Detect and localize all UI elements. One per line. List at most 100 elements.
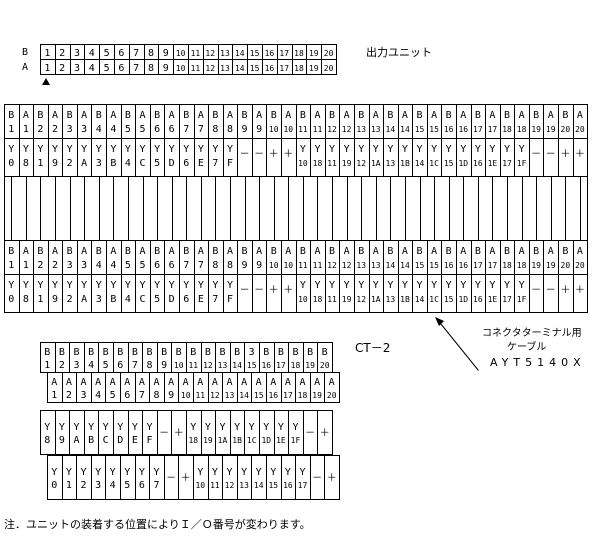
bottom-terminal-signal-letter: Y (489, 280, 495, 291)
connector-a-pin: 19 (309, 64, 319, 73)
ct-lower-signals-letter: Y (241, 467, 247, 478)
row-a-label: A (22, 62, 28, 73)
top-terminal-pin-number: 20 (575, 125, 585, 134)
top-terminal-pin-number: 13 (356, 125, 366, 134)
bottom-terminal-row-letter: A (256, 246, 262, 257)
top-terminal-pin-number: 15 (415, 125, 425, 134)
ct-lower-signals-number: 4 (110, 480, 116, 491)
ct-upper-signals-letter: Y (132, 422, 138, 433)
ct-lower-signals-letter: Y (256, 467, 262, 478)
bottom-terminal-pin-number: 1 (23, 260, 29, 271)
bottom-terminal-signal-number: 19 (342, 295, 352, 304)
bottom-terminal-row-letter: A (23, 246, 29, 257)
ct-upper-signals-letter: Y (234, 422, 240, 433)
top-terminal-pin-number: 19 (531, 125, 541, 134)
top-terminal-row-letter: B (37, 110, 43, 121)
top-terminal-row-letter: B (96, 110, 102, 121)
top-terminal-row-letter: A (110, 110, 116, 121)
bottom-terminal-signal-letter: Y (300, 280, 306, 291)
ct-lower-signals-letter: Y (212, 467, 218, 478)
bottom-terminal-pin-number: 3 (67, 260, 73, 271)
bottom-terminal-pin-number: 18 (517, 261, 527, 270)
ct-a-row-number: 4 (95, 390, 101, 401)
bottom-terminal-row-letter: B (96, 246, 102, 257)
top-terminal-signal-number: 18 (313, 159, 323, 168)
top-terminal-pin-number: 11 (313, 125, 323, 134)
connector-a-pin: 4 (89, 63, 95, 74)
top-terminal-power-symbol: － (254, 149, 264, 160)
top-terminal-signal-letter: Y (460, 144, 466, 155)
ct-a-row-letter: A (329, 377, 335, 388)
ct-b-row-letter: B (103, 347, 109, 358)
ct-b-row-number: 11 (188, 361, 198, 370)
ct-a-row-number: 12 (210, 391, 220, 400)
ct-lower-signals-number: 0 (51, 480, 57, 491)
ct-b-row-letter: B (59, 347, 65, 358)
ct-b-row-letter: B (292, 347, 298, 358)
ct-lower-signals-letter: Y (197, 467, 203, 478)
bottom-terminal-pin-number: 13 (371, 261, 381, 270)
ct-a-row-letter: A (212, 377, 218, 388)
ct-b-row-number: 10 (174, 361, 184, 370)
ct-upper-signals-number: 1E (276, 436, 286, 445)
connector-b-pin: 14 (235, 49, 245, 58)
bottom-terminal-row-letter: B (212, 246, 218, 257)
top-terminal-signal-letter: Y (329, 144, 335, 155)
top-terminal-signal-number: D (169, 158, 175, 169)
bottom-terminal-signal-letter: Y (475, 280, 481, 291)
bottom-terminal-power-symbol: － (546, 285, 556, 296)
bottom-terminal-row-letter: A (489, 246, 495, 257)
top-terminal-row-letter: B (533, 110, 539, 121)
top-terminal-signal-letter: Y (169, 144, 175, 155)
ct-b-row-letter: B (132, 347, 138, 358)
bottom-terminal-signal-letter: Y (52, 280, 58, 291)
ct-b-row-number: 20 (320, 361, 330, 370)
ct-b-row-number: 12 (203, 361, 213, 370)
connector-a-pin: 16 (265, 64, 275, 73)
top-terminal-row-letter: A (81, 110, 87, 121)
ct-b-row-number: 1 (44, 360, 50, 371)
top-terminal-signal-letter: Y (52, 144, 58, 155)
ct-b-row-letter: B (44, 347, 50, 358)
ct-b-row-number: 7 (132, 360, 138, 371)
top-terminal-signal-number: 6 (183, 158, 189, 169)
ct-lower-signals-letter: Y (270, 467, 276, 478)
ct-a-row-letter: A (80, 377, 86, 388)
bottom-terminal-pin-number: 14 (386, 261, 396, 270)
top-terminal-signal-letter: Y (183, 144, 189, 155)
bottom-terminal-row-letter: B (8, 246, 14, 257)
top-terminal-signal-letter: Y (475, 144, 481, 155)
pin1-marker-triangle (42, 78, 50, 85)
bottom-terminal-pin-number: 3 (81, 260, 87, 271)
top-terminal-row-letter: B (242, 110, 248, 121)
ct-a-row-letter: A (314, 377, 320, 388)
ct-a-row-number: 14 (239, 391, 249, 400)
bottom-terminal-pin-number: 9 (256, 260, 262, 271)
ct-a-row-number: 2 (66, 390, 72, 401)
top-terminal-signal-number: 1E (488, 159, 498, 168)
bottom-terminal-signal-number: D (169, 294, 175, 305)
bottom-terminal-signal-number: 11 (327, 295, 337, 304)
ct-lower-signals-number: 14 (254, 481, 264, 490)
top-terminal-signal-number: 11 (327, 159, 337, 168)
bottom-terminal-signal-number: E (198, 294, 204, 305)
top-terminal-pin-number: 8 (212, 124, 218, 135)
ct-upper-signals-letter: Y (59, 422, 65, 433)
bottom-terminal-row-letter: B (154, 246, 160, 257)
bottom-terminal-signal-number: 16 (473, 295, 483, 304)
ct-lower-signals-letter: Y (139, 467, 145, 478)
top-terminal-signal-number: 1B (400, 159, 410, 168)
connector-a-pin: 18 (294, 64, 304, 73)
bottom-terminal-pin-number: 12 (342, 261, 352, 270)
ct-lower-signals-letter: Y (124, 467, 130, 478)
bottom-terminal-signal-number: A (81, 294, 87, 305)
bottom-terminal-signal-letter: Y (8, 280, 14, 291)
ct-b-row-number: 2 (59, 360, 65, 371)
top-terminal-signal-letter: Y (446, 144, 452, 155)
connector-b-pin: 19 (309, 49, 319, 58)
ct-a-row-number: 6 (124, 390, 130, 401)
ct-lower-signals-number: 12 (225, 481, 235, 490)
bottom-terminal-pin-number: 7 (198, 260, 204, 271)
top-terminal-pin-number: 3 (81, 124, 87, 135)
top-terminal-pin-number: 10 (283, 125, 293, 134)
